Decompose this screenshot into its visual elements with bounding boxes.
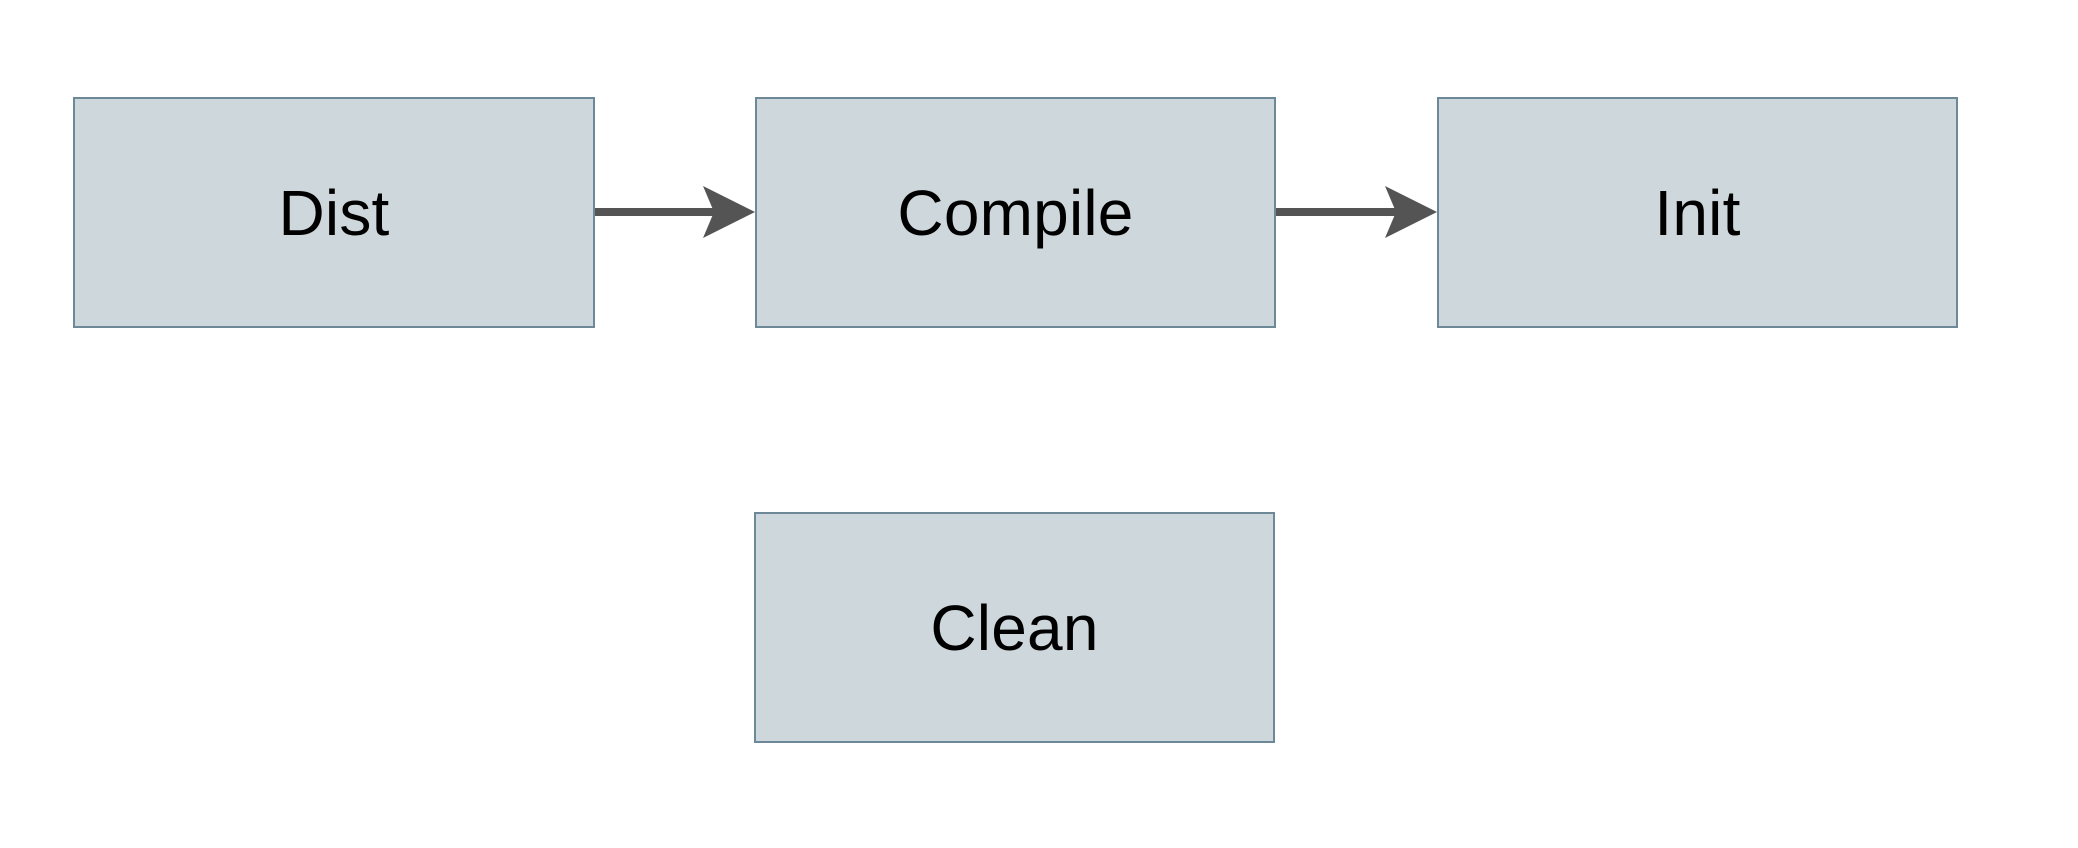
edge-dist-to-compile[interactable] [595, 186, 755, 238]
node-dist[interactable]: Dist [73, 97, 595, 328]
node-label: Compile [897, 176, 1134, 249]
node-label: Dist [278, 176, 390, 249]
node-label: Init [1654, 176, 1741, 249]
node-label: Clean [930, 591, 1099, 664]
edge-compile-to-init[interactable] [1276, 186, 1437, 238]
node-init[interactable]: Init [1437, 97, 1958, 328]
arrowhead-icon [703, 186, 755, 238]
node-compile[interactable]: Compile [755, 97, 1276, 328]
arrowhead-icon [1385, 186, 1437, 238]
node-clean[interactable]: Clean [754, 512, 1275, 743]
